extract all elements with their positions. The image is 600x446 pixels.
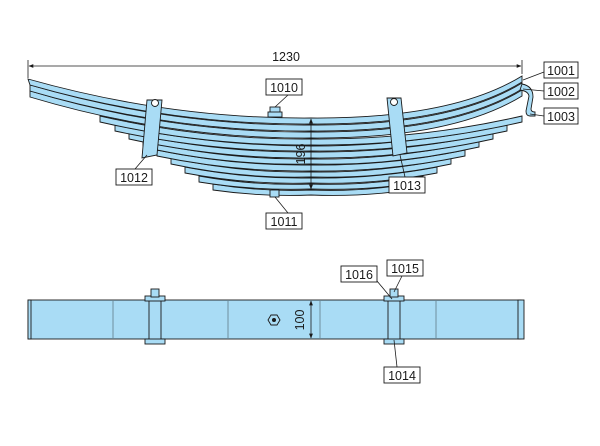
top-view [27,288,525,345]
right-clip-bolt [389,288,399,298]
label-1001: 1001 [543,61,579,79]
svg-text:1016: 1016 [345,268,373,282]
leaf-9 [184,166,438,184]
svg-text:1015: 1015 [391,262,419,276]
spring-end-left [27,299,32,340]
label-1011: 1011 [265,212,303,230]
center-bolt-hole [272,318,276,322]
svg-text:1014: 1014 [388,369,416,383]
svg-text:1011: 1011 [271,215,298,229]
label-1010: 1010 [265,78,303,96]
leaf-6 [142,140,480,165]
part-labels: 1001 1002 1003 1010 1011 1012 1013 1014 [115,61,579,384]
right-clip [386,97,408,157]
center-bolt-nut [267,111,283,118]
leaf-8 [170,157,452,178]
svg-text:1001: 1001 [547,64,575,78]
length-dimension-label: 1230 [272,50,300,64]
left-clip-nut-bottom [144,338,166,345]
left-clip-bolt [150,288,160,298]
label-1015: 1015 [386,259,424,277]
svg-text:1010: 1010 [270,81,298,95]
svg-text:1002: 1002 [547,85,575,99]
label-1013: 1013 [388,176,426,194]
length-dimension [27,60,523,78]
spring-end-right [517,299,525,340]
left-clip-bolt-icon [151,99,159,107]
left-clip-band [148,297,162,342]
width-dimension-label: 100 [293,310,307,331]
label-1003: 1003 [543,107,579,125]
right-clip-band [387,297,401,342]
svg-text:1003: 1003 [547,110,575,124]
leader-lines [134,71,545,368]
side-view [27,75,536,198]
label-1014: 1014 [383,366,421,384]
svg-text:1012: 1012 [120,171,148,185]
right-clip-bolt-icon [390,98,398,106]
svg-text:1013: 1013 [393,179,421,193]
leaf-4 [114,124,508,152]
height-dimension-label: 196 [294,144,308,165]
main-leaf [27,75,523,125]
center-bolt-bottom [269,189,280,198]
label-1012: 1012 [115,168,153,186]
leaf-3 [99,115,523,146]
leaf-7 [156,149,466,172]
label-1002: 1002 [543,82,579,100]
leaf-2 [29,89,523,139]
label-1016: 1016 [340,265,378,283]
leaf-hook [519,83,536,117]
